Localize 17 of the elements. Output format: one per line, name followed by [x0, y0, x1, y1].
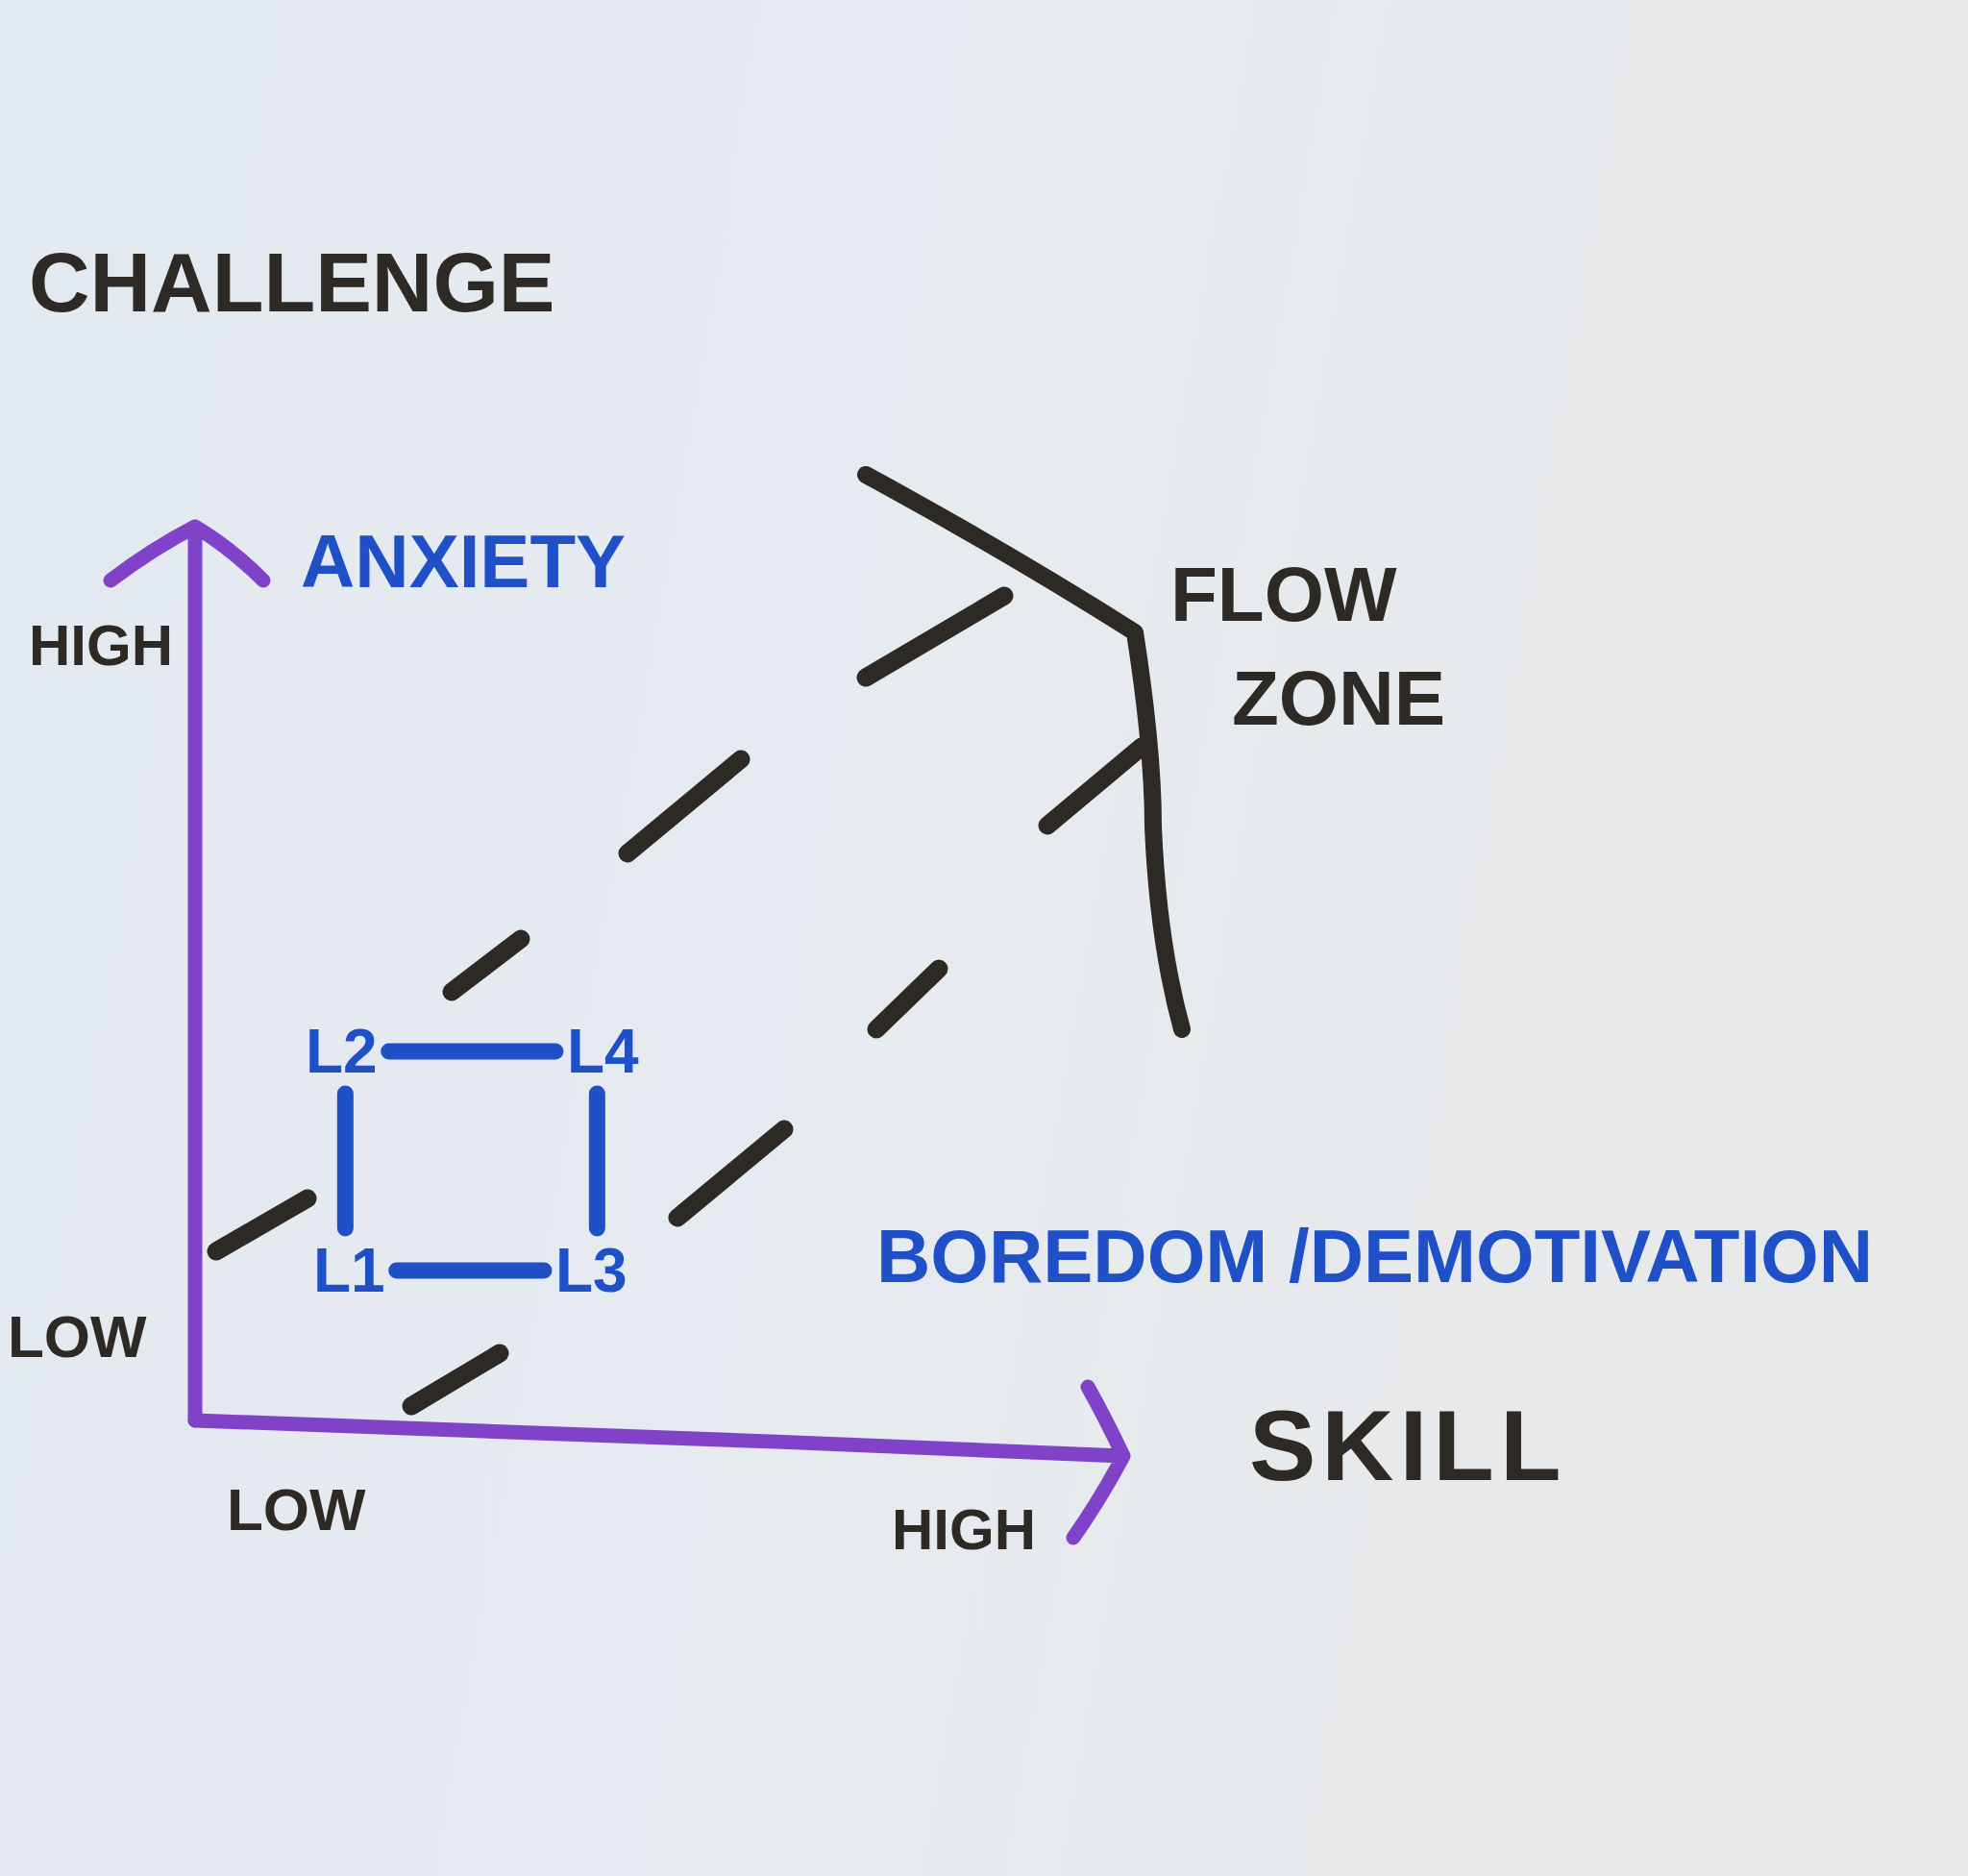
axis-title: CHALLENGE	[29, 240, 555, 325]
level-label: L4	[567, 1021, 639, 1082]
zone-label: ANXIETY	[301, 524, 627, 599]
level-label: L3	[555, 1240, 627, 1301]
connector-line	[381, 1043, 564, 1060]
connector-line	[388, 1262, 553, 1279]
tick-label: HIGH	[29, 617, 173, 675]
level-label: L1	[313, 1240, 385, 1301]
zone-label: FLOW ZONE	[1170, 551, 1447, 743]
tick-label: LOW	[227, 1480, 366, 1540]
connector-line	[336, 1085, 354, 1237]
level-label: L2	[306, 1021, 378, 1082]
zone-label: BOREDOM /DEMOTIVATION	[876, 1219, 1874, 1294]
tick-label: LOW	[8, 1307, 147, 1367]
tick-label: HIGH	[892, 1501, 1036, 1559]
axis-title: SKILL	[1249, 1395, 1567, 1495]
connector-line	[588, 1085, 605, 1237]
